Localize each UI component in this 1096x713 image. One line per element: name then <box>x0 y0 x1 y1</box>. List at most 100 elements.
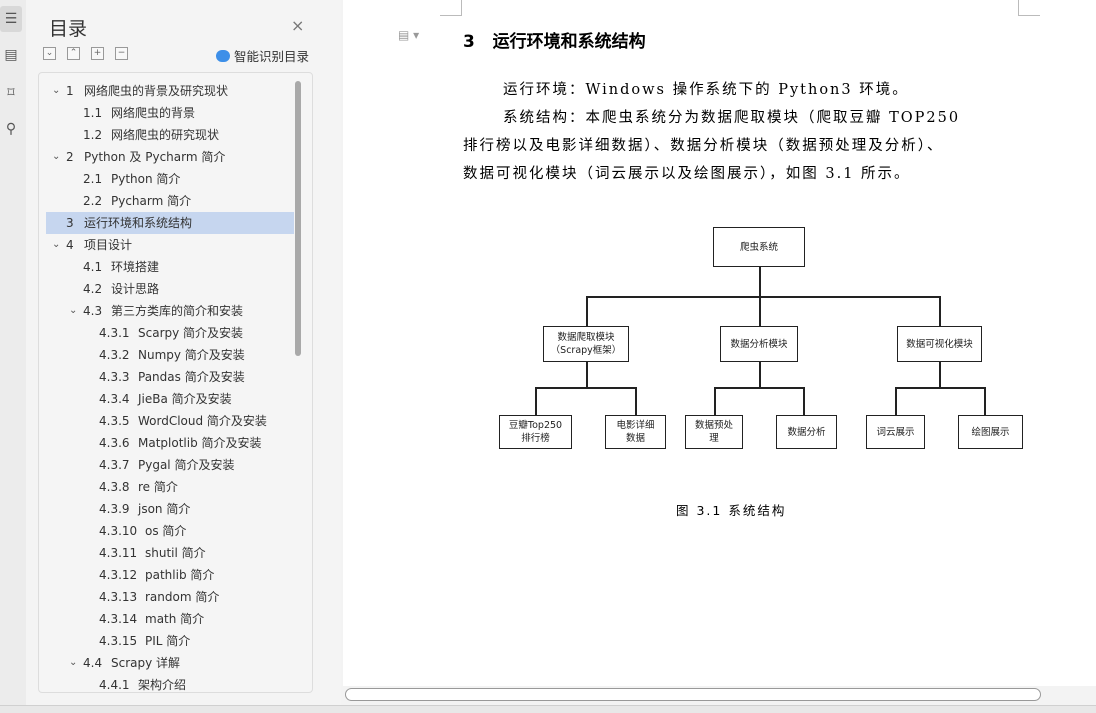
toc-item-number: 1.2 <box>83 128 103 142</box>
toc-item[interactable]: 4.3.5 WordCloud 简介及安装 <box>46 410 294 432</box>
toc-item-label: Scrapy 详解 <box>111 656 181 670</box>
toc-item-number: 1.1 <box>83 106 103 120</box>
toc-item[interactable]: 4.3.10 os 简介 <box>46 520 294 542</box>
toc-item-label: random 简介 <box>145 590 220 604</box>
side-strip: ☰ ▤ ⌑ ⚲ <box>0 0 26 705</box>
toc-item-label: Python 简介 <box>111 172 181 186</box>
page-corner-mark <box>440 0 462 16</box>
toc-item-label: 设计思路 <box>111 282 160 296</box>
search-icon[interactable]: ⚲ <box>5 121 17 137</box>
toc-item[interactable]: 4.3.3 Pandas 简介及安装 <box>46 366 294 388</box>
document-page: ▤ ▾ 3 运行环境和系统结构 运行环境：Windows 操作系统下的 Pyth… <box>343 0 1096 688</box>
toc-item[interactable]: 1.2 网络爬虫的研究现状 <box>46 124 294 146</box>
paragraph-format-icon[interactable]: ▤ ▾ <box>398 28 420 42</box>
remove-heading-button[interactable]: − <box>115 47 128 60</box>
panel-title: 目录 <box>49 18 88 40</box>
toc-item-number: 4.4.1 <box>99 678 130 692</box>
toc-item[interactable]: 4.3.6 Matplotlib 简介及安装 <box>46 432 294 454</box>
toc-item[interactable]: 4.4.1 架构介绍 <box>46 674 294 692</box>
paragraph-line: 运行环境：Windows 操作系统下的 Python3 环境。 <box>503 82 909 98</box>
close-icon[interactable]: × <box>291 16 305 35</box>
toc-item-number: 4.3.7 <box>99 458 130 472</box>
toc-item-number: 2.1 <box>83 172 103 186</box>
chevron-down-icon[interactable]: ⌄ <box>69 657 78 668</box>
toc-item-label: math 简介 <box>145 612 205 626</box>
toc-item[interactable]: 2.2 Pycharm 简介 <box>46 190 294 212</box>
toc-item[interactable]: ⌄ 4 项目设计 <box>46 234 294 256</box>
chevron-down-icon[interactable]: ⌄ <box>52 239 61 250</box>
toc-item-label: Pycharm 简介 <box>111 194 192 208</box>
scrollbar-thumb[interactable] <box>345 688 1041 701</box>
toc-item-number: 4.3.4 <box>99 392 130 406</box>
toc-item-number: 4.3.1 <box>99 326 130 340</box>
toc-item[interactable]: 4.3.2 Numpy 简介及安装 <box>46 344 294 366</box>
toc-item-label: os 简介 <box>145 524 187 538</box>
toc-scrollbar[interactable] <box>295 81 301 356</box>
section-heading: 3 运行环境和系统结构 <box>463 32 646 52</box>
toc-item-number: 4.3.2 <box>99 348 130 362</box>
toc-item[interactable]: 2.1 Python 简介 <box>46 168 294 190</box>
bookmark-icon[interactable]: ⌑ <box>7 85 15 101</box>
toc-item[interactable]: 4.3.1 Scarpy 简介及安装 <box>46 322 294 344</box>
toc-item-label: Matplotlib 简介及安装 <box>138 436 262 450</box>
toc-item-number: 4.3.10 <box>99 524 138 538</box>
toc-item-number: 4.3.9 <box>99 502 130 516</box>
collapse-all-button[interactable]: ⌄ <box>43 47 56 60</box>
toc-item[interactable]: 4.2 设计思路 <box>46 278 294 300</box>
toc-item-number: 4.3.3 <box>99 370 130 384</box>
chevron-down-icon[interactable]: ⌄ <box>52 85 61 96</box>
toc-item-label: pathlib 简介 <box>145 568 215 582</box>
toc-item-label: Pandas 简介及安装 <box>138 370 245 384</box>
chevron-down-icon[interactable]: ⌄ <box>69 305 78 316</box>
toc-item-label: 网络爬虫的研究现状 <box>111 128 220 142</box>
expand-up-button[interactable]: ⌃ <box>67 47 80 60</box>
diagram-module-node: 数据分析模块 <box>720 326 798 362</box>
toc-item[interactable]: 4.3.12 pathlib 简介 <box>46 564 294 586</box>
toc-item-label: Numpy 简介及安装 <box>138 348 245 362</box>
toc-item-number: 4 <box>66 238 74 252</box>
chevron-down-icon[interactable]: ⌄ <box>52 151 61 162</box>
toc-item-number: 4.3.15 <box>99 634 138 648</box>
diagram-leaf-node: 数据预处 理 <box>685 415 743 449</box>
navigation-icon[interactable]: ▤ <box>4 47 18 63</box>
toc-item-number: 4.3.12 <box>99 568 138 582</box>
toc-item-number: 4.2 <box>83 282 103 296</box>
toc-item-number: 2 <box>66 150 74 164</box>
ai-icon <box>216 49 230 62</box>
toc-item-number: 4.3.5 <box>99 414 130 428</box>
diagram-leaf-node: 豆瓣Top250 排行榜 <box>499 415 572 449</box>
toc-icon[interactable]: ☰ <box>0 6 22 32</box>
toc-item-label: WordCloud 简介及安装 <box>138 414 267 428</box>
toc-item-label: Scarpy 简介及安装 <box>138 326 244 340</box>
toc-item-number: 2.2 <box>83 194 103 208</box>
paragraph-line: 数据可视化模块（词云展示以及绘图展示），如图 3.1 所示。 <box>463 166 911 182</box>
toc-item-label: 架构介绍 <box>138 678 187 692</box>
toc-item-label: 网络爬虫的背景 <box>111 106 196 120</box>
toc-item-label: 项目设计 <box>84 238 133 252</box>
toc-item-label: re 简介 <box>138 480 178 494</box>
add-heading-button[interactable]: + <box>91 47 104 60</box>
toc-item-number: 4.3.11 <box>99 546 138 560</box>
toc-item[interactable]: 1.1 网络爬虫的背景 <box>46 102 294 124</box>
smart-toc-button[interactable]: 智能识别目录 <box>216 46 309 65</box>
diagram-root-node: 爬虫系统 <box>713 227 805 267</box>
toc-item-number: 4.3.6 <box>99 436 130 450</box>
toc-item-label: 环境搭建 <box>111 260 160 274</box>
horizontal-scrollbar[interactable] <box>343 686 1096 704</box>
